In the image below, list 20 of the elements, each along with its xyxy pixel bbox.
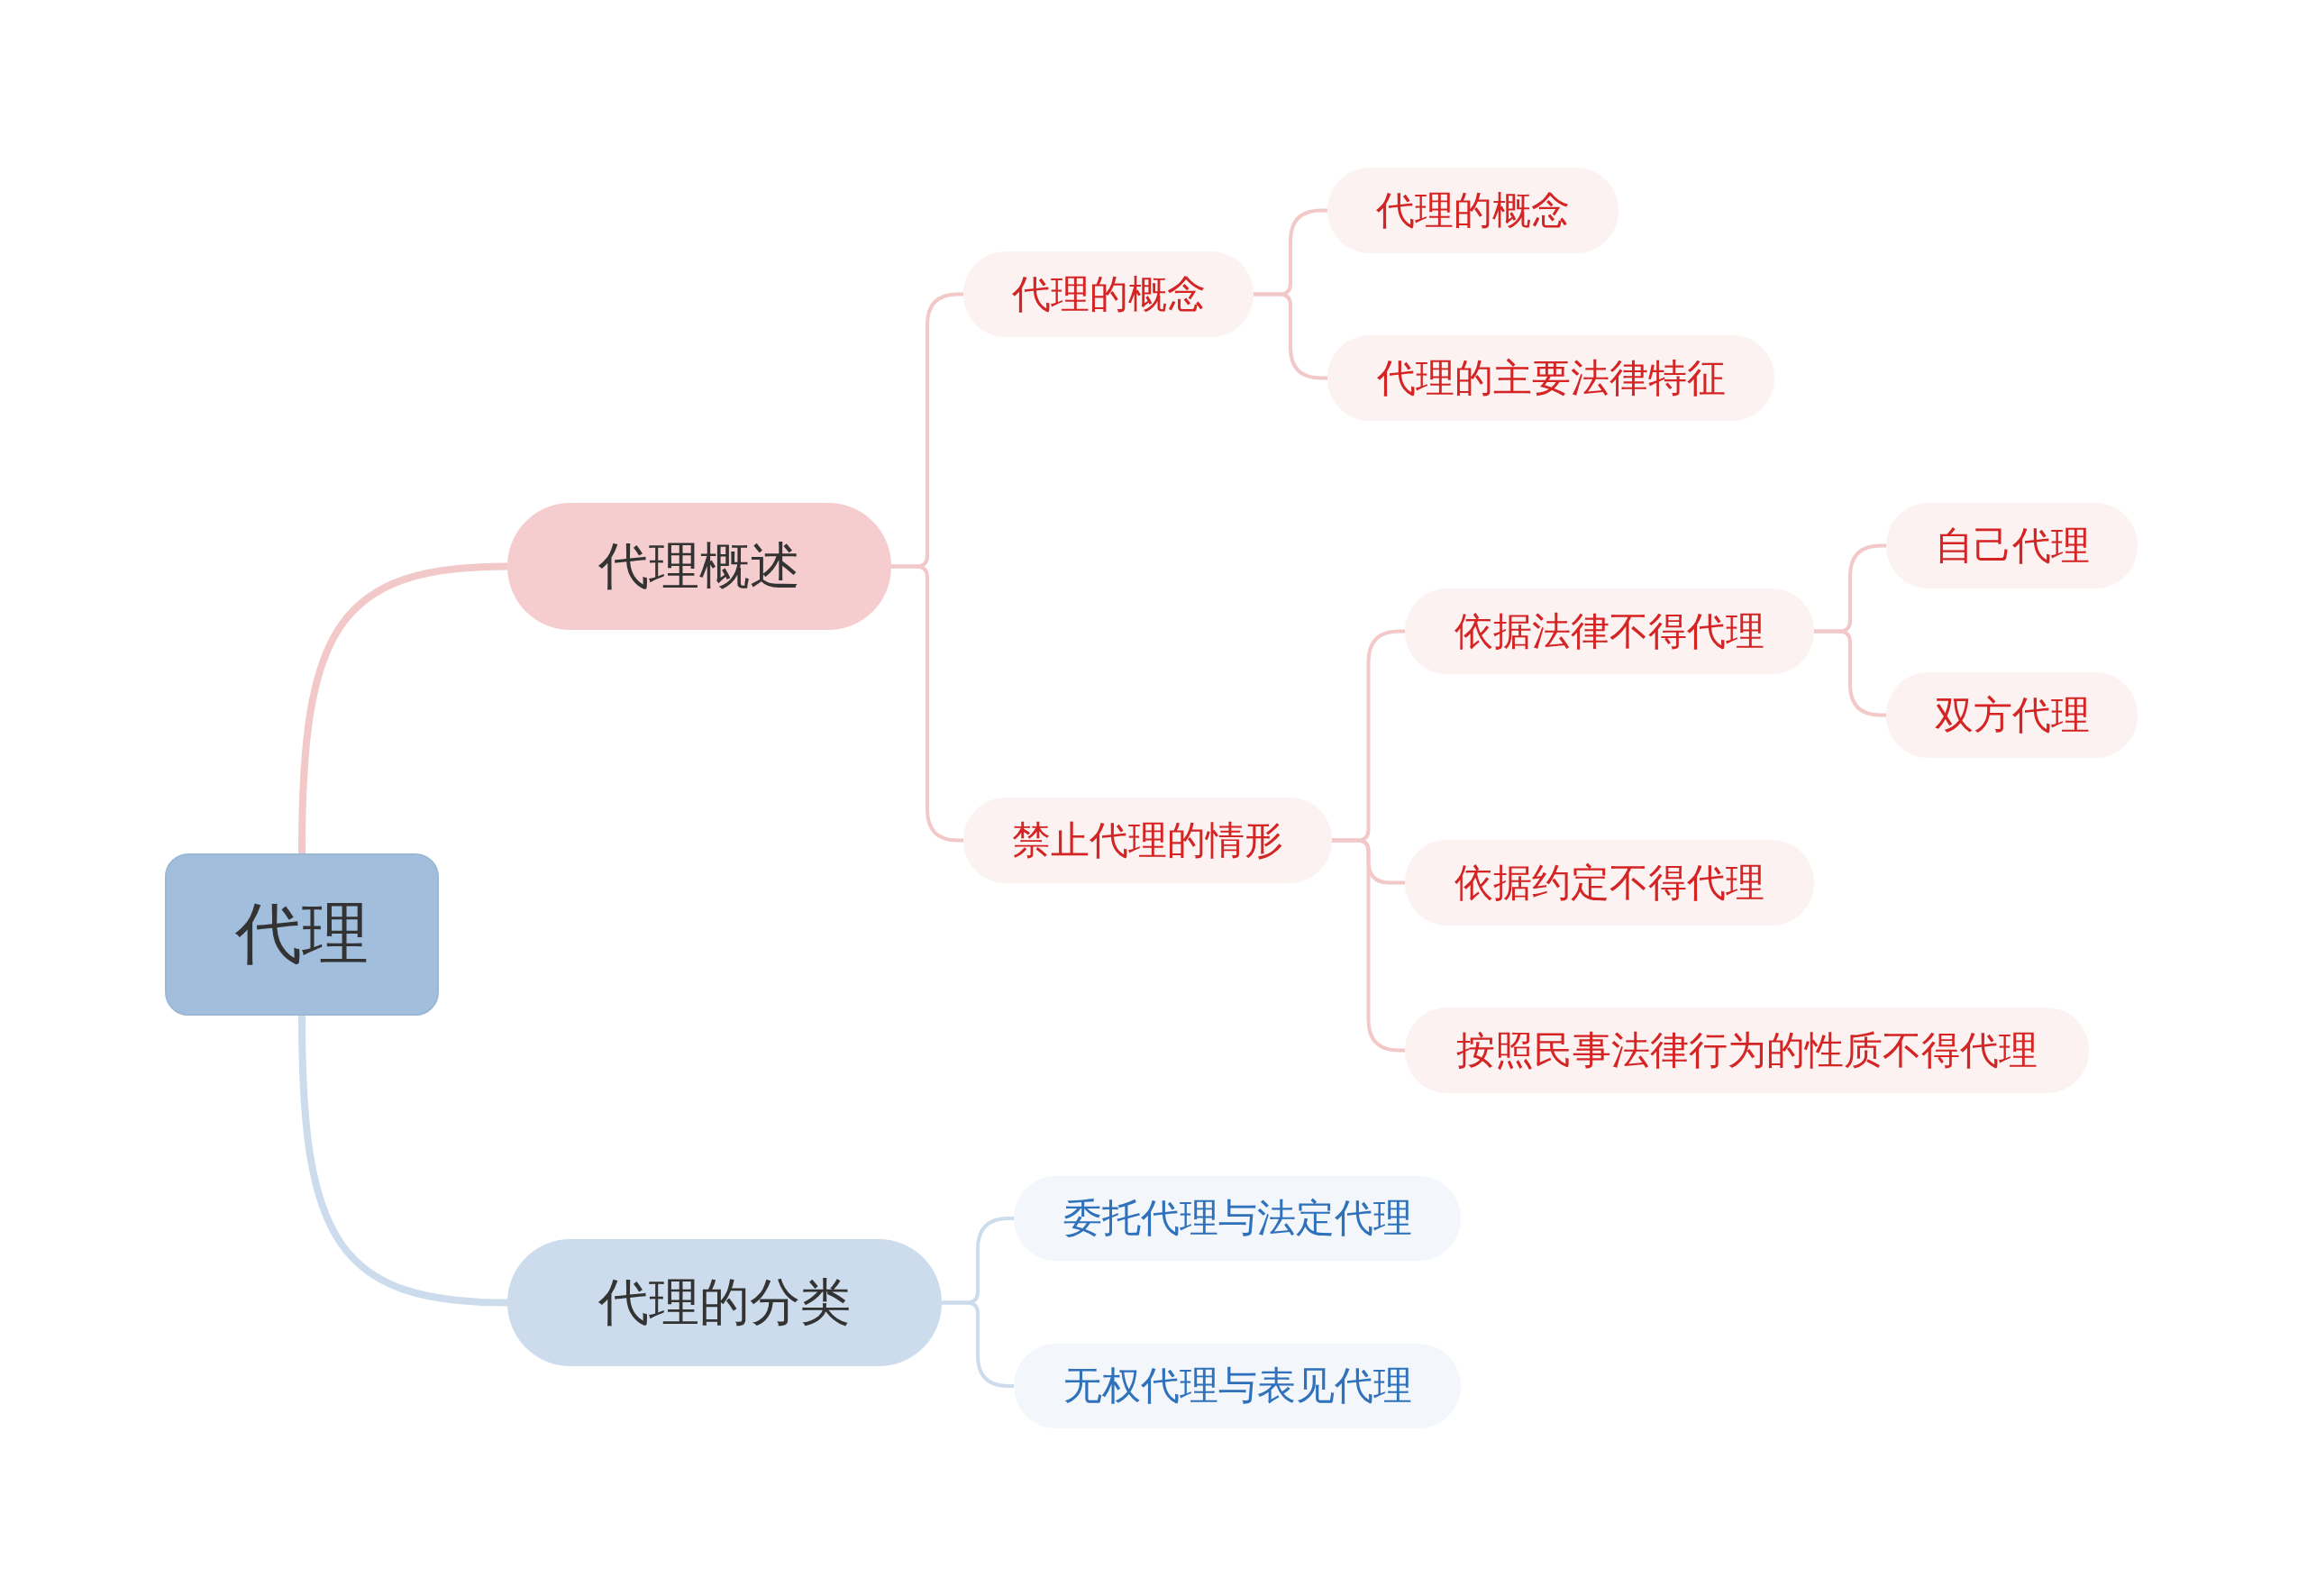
connector-line [891, 564, 963, 843]
subtopic-pill: 自己代理 [1886, 503, 2138, 588]
connector-line [298, 1015, 508, 1307]
subtopic-pill: 无权代理与表见代理 [1014, 1344, 1461, 1428]
connector-line [1332, 838, 1405, 1053]
topic-pill: 代理概述 [507, 503, 891, 630]
subtopic-pill: 按照民事法律行为的性质不得代理 [1405, 1008, 2089, 1093]
subtopic-pill: 代理的主要法律特征 [1327, 335, 1774, 421]
topic-pill: 代理的分类 [507, 1239, 942, 1366]
connector-line [1254, 292, 1327, 380]
subtopic-pill: 依据约定不得代理 [1405, 840, 1814, 926]
subtopic-pill: 依据法律不得代理 [1405, 588, 1814, 674]
connector-line [942, 1300, 1014, 1388]
subtopic-pill: 代理的概念 [1327, 168, 1619, 253]
subtopic-pill: 委托代理与法定代理 [1014, 1176, 1461, 1261]
connector-line [298, 562, 508, 854]
subtopic-pill: 禁止代理的情形 [963, 798, 1332, 883]
subtopic-pill: 双方代理 [1886, 672, 2138, 758]
subtopic-pill: 代理的概念 [963, 251, 1254, 337]
root-box: 代理 [165, 853, 439, 1016]
